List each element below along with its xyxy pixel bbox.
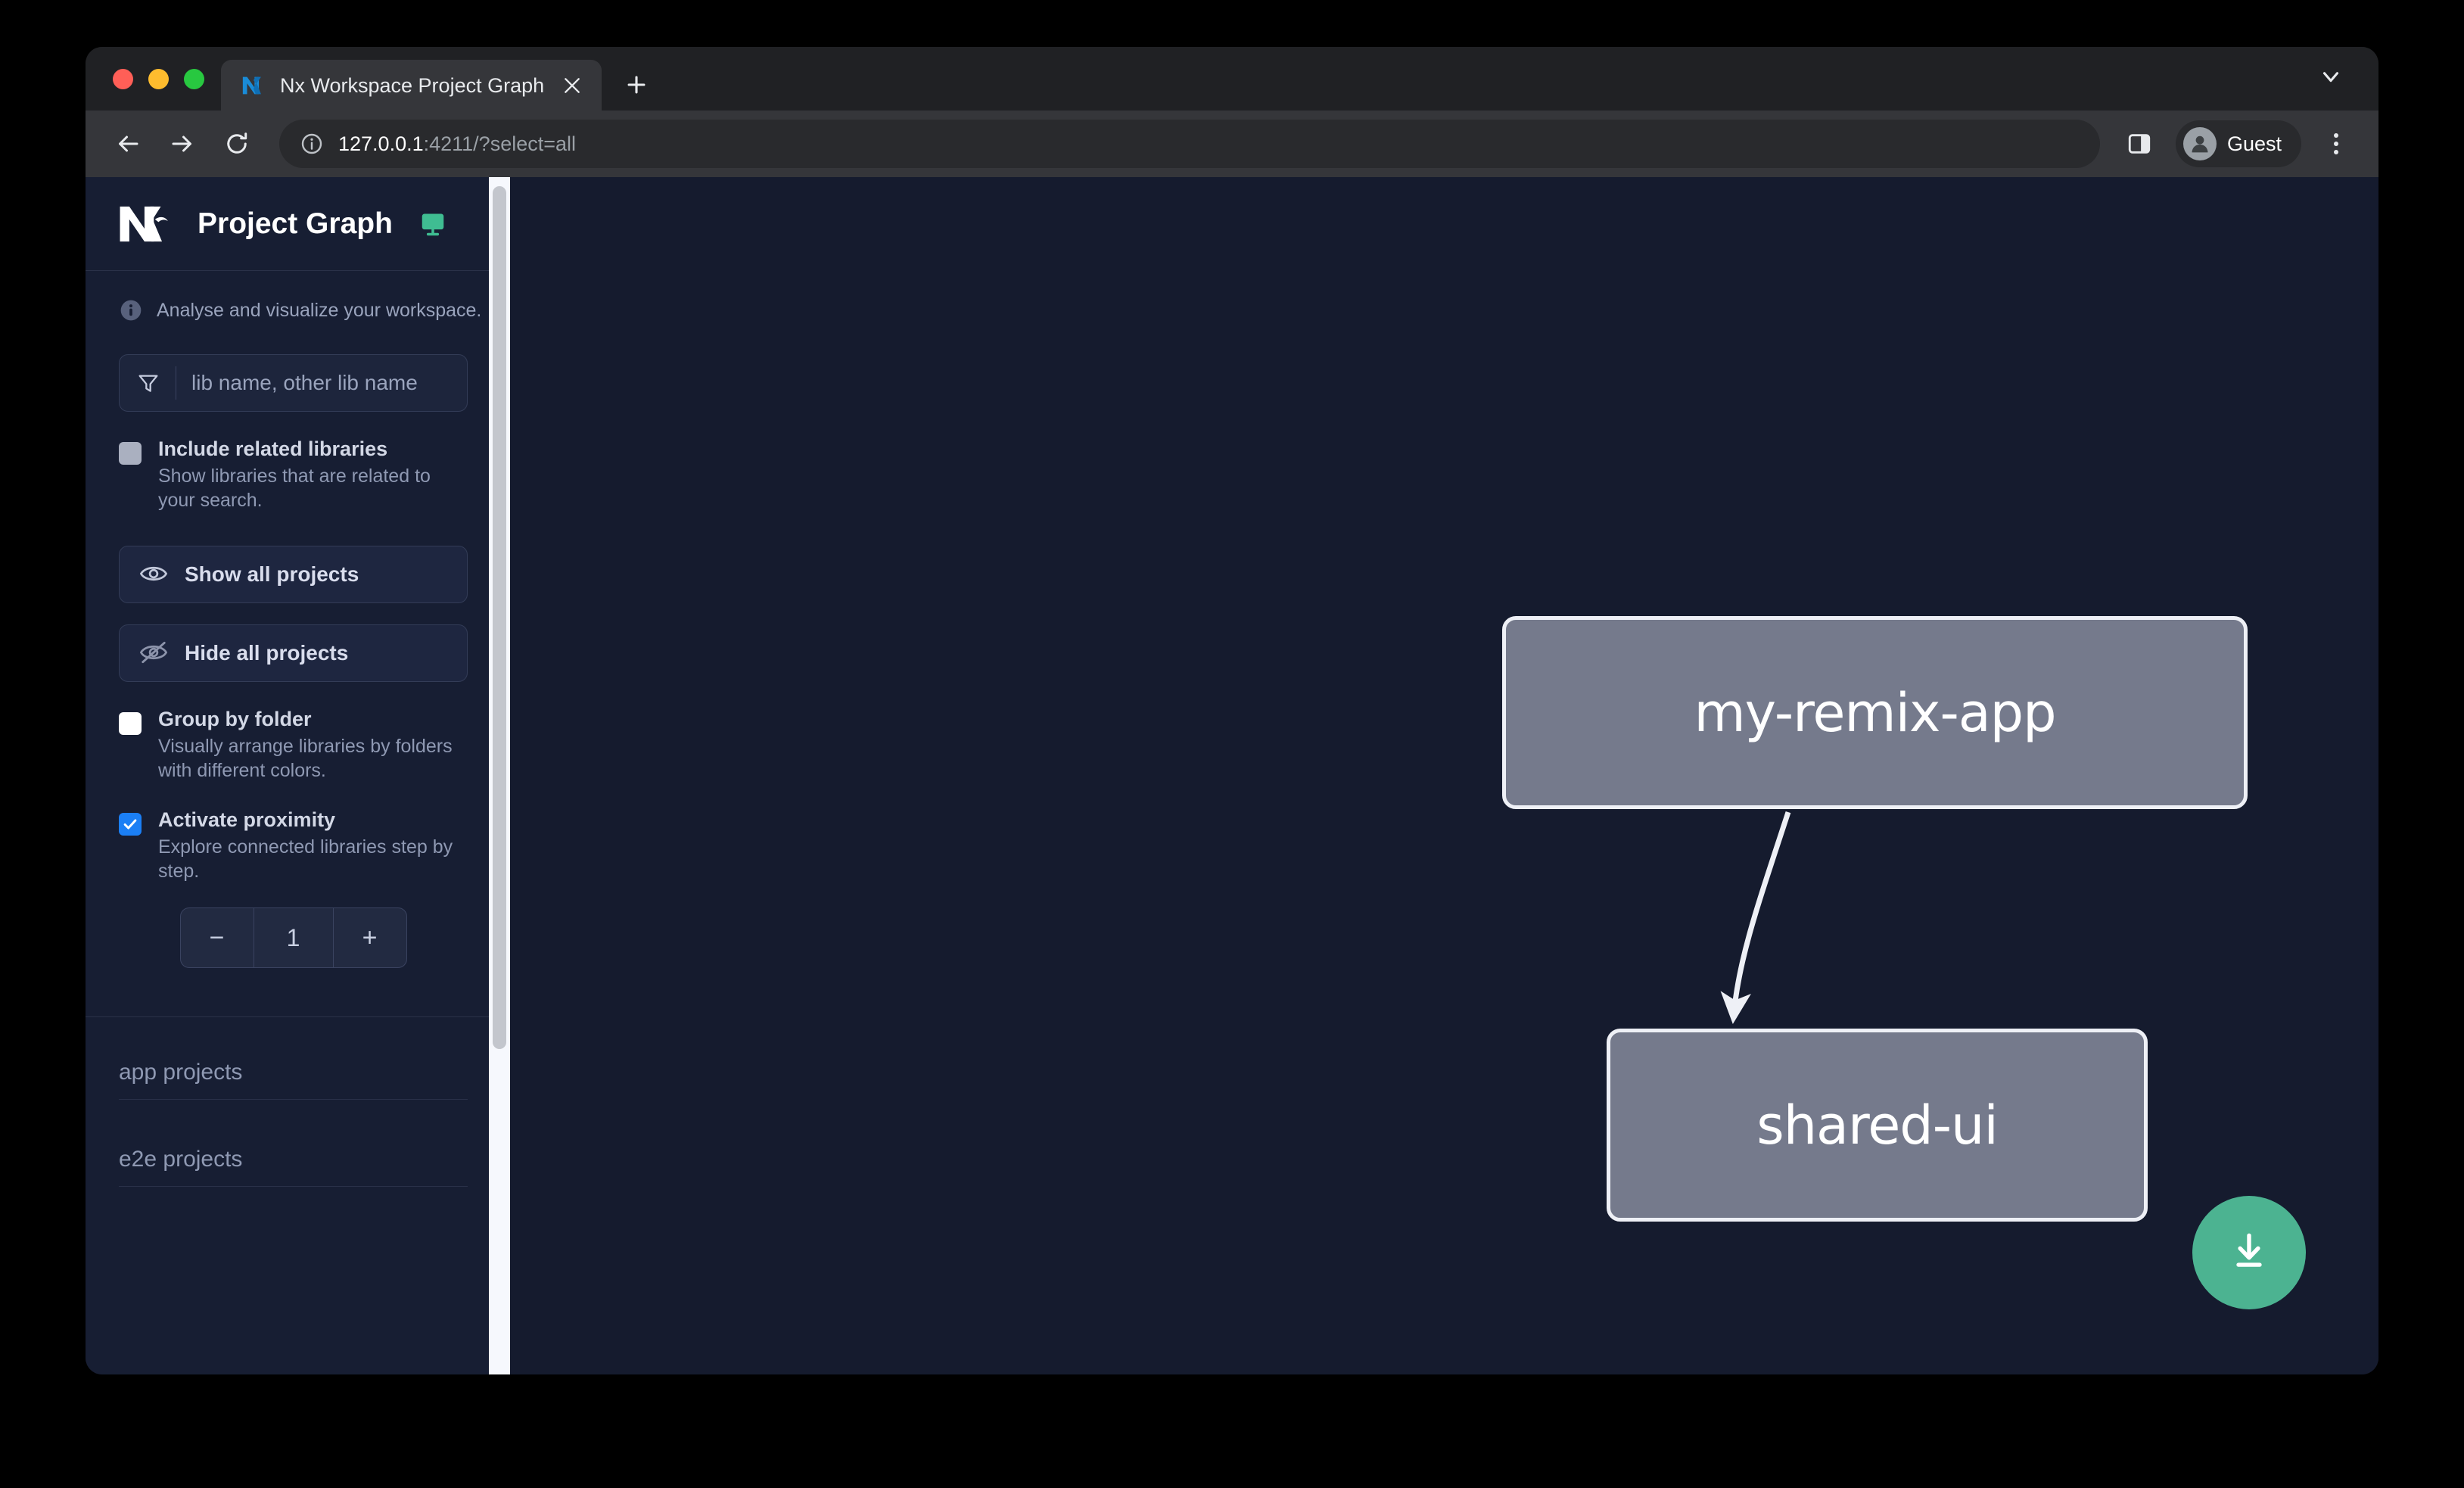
graph-node-label: my-remix-app	[1694, 681, 2056, 744]
proximity-stepper: − 1 +	[179, 907, 407, 968]
new-tab-button[interactable]	[615, 64, 658, 106]
option-include-related-libraries[interactable]: Include related libraries Show libraries…	[119, 437, 468, 512]
three-dots-menu-icon[interactable]	[2315, 123, 2357, 165]
sidebar-scrollbar-thumb[interactable]	[493, 186, 506, 1049]
maximize-window-button[interactable]	[184, 68, 204, 89]
section-app-projects-label: app projects	[119, 1060, 243, 1085]
eye-off-icon	[139, 641, 168, 665]
url-text: 127.0.0.1:4211/?select=all	[338, 132, 576, 156]
tab-strip: Nx Workspace Project Graph	[86, 47, 2378, 111]
proximity-value: 1	[253, 908, 334, 967]
chevron-down-icon[interactable]	[2313, 59, 2348, 94]
graph-node-my-remix-app[interactable]: my-remix-app	[1502, 616, 2248, 809]
proximity-decrement-button[interactable]: −	[209, 923, 225, 952]
show-all-projects-button[interactable]: Show all projects	[119, 546, 468, 603]
profile-name: Guest	[2226, 132, 2282, 155]
monitor-icon[interactable]	[418, 210, 447, 238]
sidebar-divider	[86, 1016, 501, 1017]
close-icon[interactable]	[558, 71, 586, 100]
section-e2e-projects[interactable]: e2e projects	[119, 1100, 468, 1187]
section-app-projects[interactable]: app projects	[119, 1017, 468, 1100]
sidebar-scroll-area: Include related libraries Show libraries…	[86, 342, 501, 1374]
checkbox-group-by-folder[interactable]	[119, 712, 142, 735]
checkbox-activate-proximity[interactable]	[119, 813, 142, 836]
url-path: :4211/?select=all	[423, 132, 577, 155]
sidebar: Project Graph Analyse and visual	[86, 177, 510, 1374]
option-group-by-folder[interactable]: Group by folder Visually arrange librari…	[119, 708, 468, 783]
info-circle-icon[interactable]	[299, 131, 325, 157]
show-all-projects-label: Show all projects	[185, 562, 359, 586]
browser-toolbar: 127.0.0.1:4211/?select=all Guest	[86, 111, 2378, 177]
browser-tab[interactable]: Nx Workspace Project Graph	[221, 60, 602, 111]
tab-title: Nx Workspace Project Graph	[280, 73, 545, 97]
proximity-increment-button[interactable]: +	[362, 923, 378, 952]
option-label: Activate proximity	[158, 808, 336, 831]
side-panel-icon[interactable]	[2118, 123, 2161, 165]
page-title: Project Graph	[198, 207, 393, 240]
graph-node-label: shared-ui	[1756, 1094, 1999, 1156]
option-description: Visually arrange libraries by folders wi…	[158, 736, 453, 781]
info-circle-filled-icon	[119, 298, 143, 322]
hide-all-projects-label: Hide all projects	[185, 641, 349, 665]
back-arrow-icon[interactable]	[104, 120, 152, 168]
person-avatar-icon	[2182, 127, 2217, 160]
sidebar-subtitle-text: Analyse and visualize your workspace.	[157, 299, 482, 321]
download-icon	[2226, 1228, 2273, 1278]
close-window-button[interactable]	[113, 68, 133, 89]
download-graph-button[interactable]	[2192, 1196, 2306, 1309]
funnel-filter-icon	[136, 371, 160, 395]
nx-logo-icon	[119, 204, 175, 244]
minimize-window-button[interactable]	[148, 68, 169, 89]
profile-chip[interactable]: Guest	[2175, 120, 2301, 167]
sidebar-header: Project Graph	[86, 177, 501, 271]
address-bar[interactable]: 127.0.0.1:4211/?select=all	[279, 120, 2100, 168]
option-description: Explore connected libraries step by step…	[158, 836, 453, 882]
option-description: Show libraries that are related to your …	[158, 465, 431, 511]
hide-all-projects-button[interactable]: Hide all projects	[119, 624, 468, 682]
window-traffic-lights	[86, 47, 221, 111]
graph-node-shared-ui[interactable]: shared-ui	[1607, 1029, 2148, 1222]
section-e2e-projects-label: e2e projects	[119, 1147, 243, 1172]
option-activate-proximity[interactable]: Activate proximity Explore connected lib…	[119, 808, 468, 883]
project-graph-canvas[interactable]: my-remix-app shared-ui	[502, 177, 2378, 1374]
forward-arrow-icon[interactable]	[158, 120, 207, 168]
option-label: Group by folder	[158, 708, 312, 730]
eye-icon	[139, 562, 168, 587]
search-input[interactable]	[191, 371, 450, 395]
graph-edge-my-remix-app-to-shared-ui	[1720, 811, 1791, 1024]
checkbox-include-related-libraries[interactable]	[119, 442, 142, 465]
browser-window: Nx Workspace Project Graph	[86, 47, 2378, 1374]
sidebar-scrollbar[interactable]	[489, 177, 510, 1374]
url-host: 127.0.0.1	[338, 132, 424, 155]
sidebar-subtitle: Analyse and visualize your workspace.	[86, 271, 501, 342]
nx-logo-icon	[241, 73, 266, 98]
filter-box[interactable]	[119, 354, 468, 412]
option-label: Include related libraries	[158, 437, 388, 460]
page-content: Project Graph Analyse and visual	[86, 177, 2378, 1374]
reload-icon[interactable]	[213, 120, 261, 168]
